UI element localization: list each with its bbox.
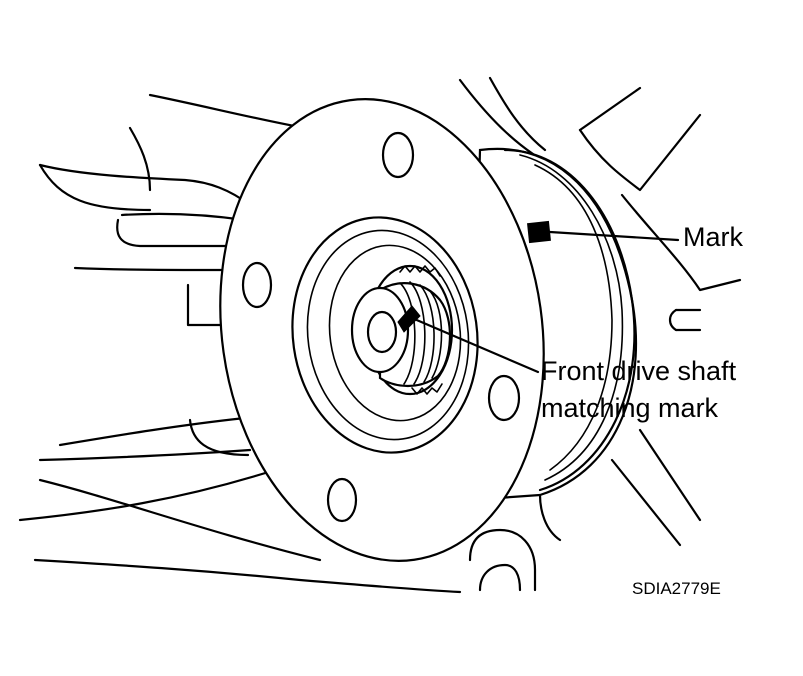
- bolt-hole-bottom: [326, 477, 358, 523]
- shaft-matching-mark: [397, 305, 421, 333]
- bolt-hole-top: [381, 131, 415, 179]
- bolt-hole-right: [487, 374, 521, 422]
- bolt-hole-left: [241, 261, 273, 309]
- shaft-mark-label-line2: matching mark: [541, 393, 719, 423]
- shaft-mark-leader-line: [410, 316, 540, 374]
- mark-label: Mark: [683, 222, 743, 252]
- suspension-arm-outline: [18, 93, 462, 594]
- shaft-mark-label-line1: Front drive shaft: [541, 356, 737, 386]
- mark-leader-line: [548, 230, 680, 242]
- drive-shaft-end: [350, 281, 451, 387]
- flange-mark: [527, 220, 551, 244]
- figure-id: SDIA2779E: [632, 579, 721, 598]
